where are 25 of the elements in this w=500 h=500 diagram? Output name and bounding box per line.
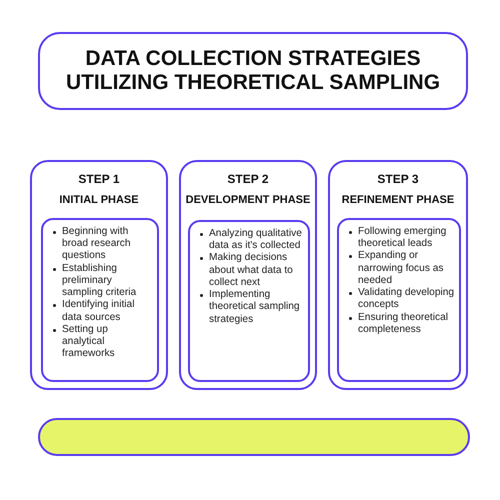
step-card (179, 160, 317, 390)
title-banner: DATA COLLECTION STRATEGIES UTILIZING THEORETICAL SAMPLING (38, 32, 468, 110)
list-panel (337, 218, 461, 382)
bullet-text: Analyzing qualitative data as it's collected (209, 228, 303, 252)
bullet-text: Beginning with broad research questions (62, 226, 132, 263)
bullet-text: Setting up analytical frameworks (62, 324, 116, 361)
list-panel (188, 220, 310, 382)
bullet-text: Expanding or narrowing focus as needed (358, 250, 445, 288)
phase-heading: REFINEMENT PHASE (340, 194, 456, 206)
bullet-text: Establishing preliminary sampling criteria (62, 262, 138, 300)
bullet-text: Following emerging theoretical leads (358, 226, 448, 250)
step-card (328, 160, 468, 390)
phase-heading: INITIAL PHASE (58, 194, 140, 206)
bullet-text: Validating developing concepts (358, 287, 455, 312)
footer-bar (38, 418, 470, 456)
step-card (30, 160, 168, 390)
step-label: STEP 2 (226, 172, 270, 186)
step-label: STEP 1 (77, 172, 121, 186)
list-panel (41, 218, 159, 382)
bullet-text: Implementing theoretical sampling strategies (209, 289, 301, 326)
bullet-text: Ensuring theoretical completeness (358, 312, 450, 336)
bullet-text: Making decisions about what data to collect next (209, 252, 294, 290)
bullet-text: Identifying initial data sources (62, 299, 136, 324)
step-label: STEP 3 (376, 172, 420, 186)
phase-heading: DEVELOPMENT PHASE (184, 194, 312, 206)
